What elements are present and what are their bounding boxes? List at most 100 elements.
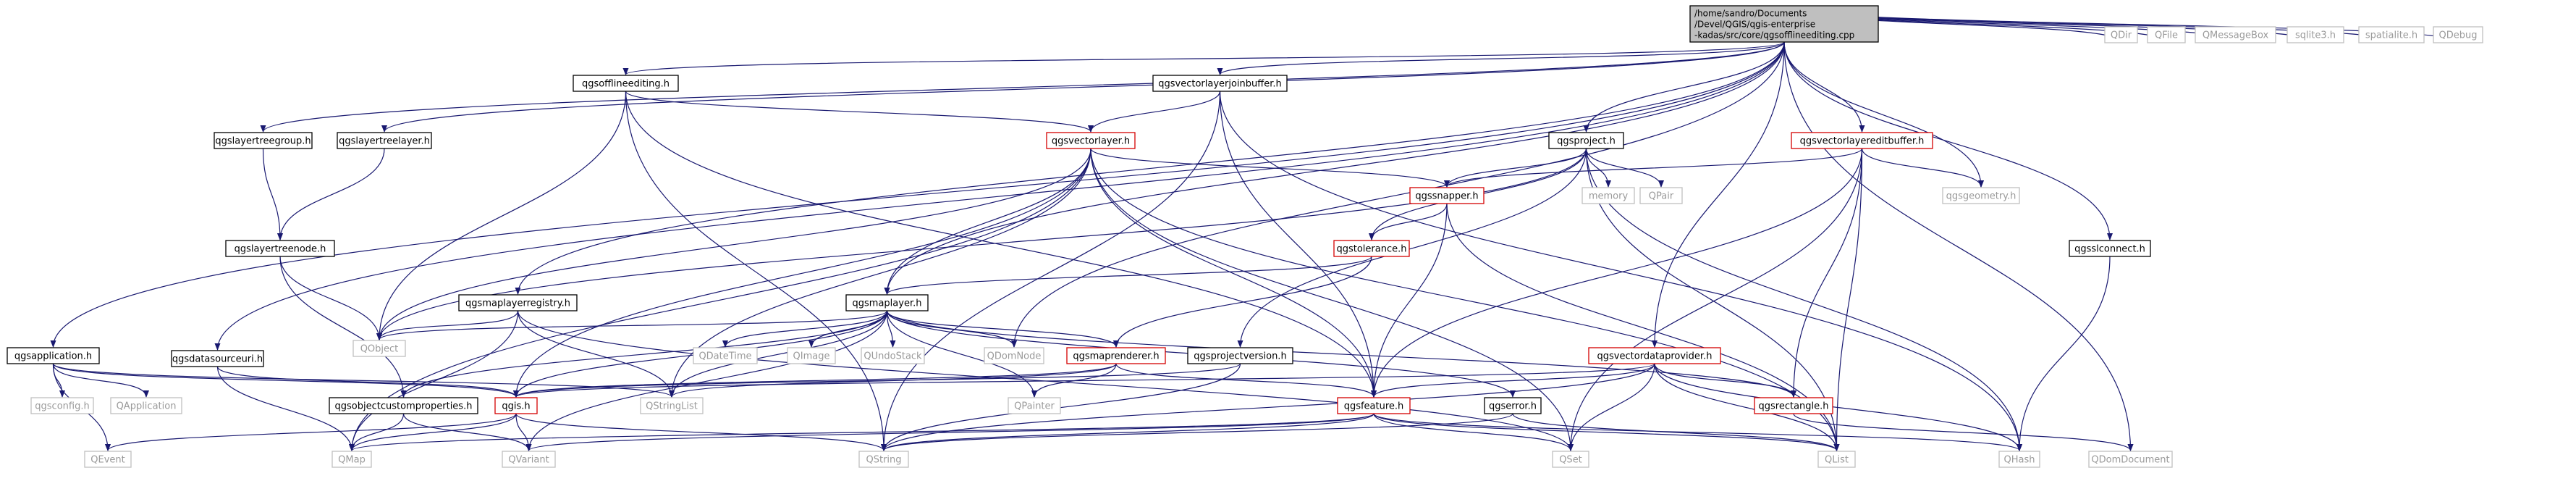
edge-qgsvectorlayer-to-qgis <box>513 148 1091 398</box>
node-qgsconfig: qgsconfig.h <box>30 397 94 414</box>
node-qgsmaprenderer[interactable]: qgsmaprenderer.h <box>1066 347 1166 364</box>
node-qhash: QHash <box>1998 451 2040 468</box>
edge-qgsmaplayer-to-qpainter <box>886 310 1037 398</box>
node-box <box>2088 451 2173 468</box>
node-qgsfeature[interactable]: qgsfeature.h <box>1337 397 1411 414</box>
node-qgsvectorlayereditbuffer[interactable]: qgsvectorlayereditbuffer.h <box>1791 132 1933 149</box>
node-qdebug: QDebug <box>2433 26 2483 43</box>
edge-qgstolerance-to-qgsmaprenderer <box>1113 256 1372 348</box>
node-qstring: QString <box>858 451 909 468</box>
node-qgslayertreelayer[interactable]: qgslayertreelayer.h <box>337 132 432 149</box>
edge-qgsvectorlayer-to-qmap <box>349 148 1091 451</box>
edge-root-to-qgsdatasourceuri <box>214 41 1785 351</box>
node-qpair: QPair <box>1639 187 1683 204</box>
node-qgslayertreenode[interactable]: qgslayertreenode.h <box>225 240 335 257</box>
edge-root-to-qdom-document <box>1783 41 2134 451</box>
node-box <box>2104 26 2138 43</box>
edge-qgsmaprenderer-to-qgsfeature <box>1115 363 1377 398</box>
node-box <box>331 451 372 468</box>
node-qdate-time: QDateTime <box>693 347 758 364</box>
node-label: QObject <box>360 344 399 355</box>
node-label: QEvent <box>90 455 124 466</box>
edge-qgsproject-to-qgssnapper <box>1444 148 1587 188</box>
edge-qgsvectorlayer-to-qgsfeature <box>1090 148 1377 398</box>
node-qgsmaplayer[interactable]: qgsmaplayer.h <box>845 294 929 311</box>
node-label: QString <box>866 455 901 466</box>
node-qgsproject[interactable]: qgsproject.h <box>1548 132 1624 149</box>
node-label: qgssnapper.h <box>1415 191 1478 202</box>
edge-qgssnapper-to-qgsfeature <box>1371 203 1448 398</box>
node-box <box>2358 26 2425 43</box>
edge-root-to-qgslayertreelayer <box>381 41 1785 133</box>
edge-root-to-qgsvectordataprovider <box>1652 41 1785 348</box>
node-box <box>225 240 335 257</box>
node-box <box>1337 397 1411 414</box>
node-qdom-node: QDomNode <box>984 347 1044 364</box>
edge-qgsofflineediting-to-qstring <box>625 91 887 451</box>
node-qdom-document: QDomDocument <box>2088 451 2173 468</box>
node-qgsprojectversion[interactable]: qgsprojectversion.h <box>1187 347 1293 364</box>
node-qgsrectangle[interactable]: qgsrectangle.h <box>1754 397 1833 414</box>
node-qgis[interactable]: qgis.h <box>494 397 538 414</box>
node-box <box>84 451 132 468</box>
node-label: qgsobjectcustomproperties.h <box>335 401 473 412</box>
node-qgsmaplayerregistry[interactable]: qgsmaplayerregistry.h <box>458 294 578 311</box>
edge-root-to-qgsofflineediting <box>623 41 1785 75</box>
node-qgssnapper[interactable]: qgssnapper.h <box>1409 187 1485 204</box>
node-qpainter: QPainter <box>1008 397 1061 414</box>
node-qgslayertreegroup[interactable]: qgslayertreegroup.h <box>214 132 313 149</box>
node-label: qgslayertreenode.h <box>235 244 326 255</box>
edge-qgslayertreelayer-to-qgslayertreenode <box>277 148 385 240</box>
node-box <box>1409 187 1485 204</box>
node-box <box>573 75 679 92</box>
edge-qgsvectordataprovider-to-qhash <box>1654 363 2022 451</box>
edge-qgsdatasourceuri-to-qgis <box>216 366 519 398</box>
edge-qgsvectorlayerjoinbuffer-to-qhash <box>1219 91 2022 451</box>
node-qgsobjectcustomproperties[interactable]: qgsobjectcustomproperties.h <box>329 397 478 414</box>
edge-qgsproject-to-qobject <box>376 148 1587 340</box>
edge-qgsfeature-to-qlist <box>1373 413 1840 451</box>
node-box <box>1333 240 1410 257</box>
node-box <box>1817 451 1856 468</box>
edge-qgsofflineediting-to-qgsvectorlayer <box>625 91 1094 133</box>
edge-qgsmaplayerregistry-to-qobject <box>376 310 519 340</box>
edge-qgsmaplayer-to-qstring-list <box>669 310 888 398</box>
node-label: QDebug <box>2439 30 2478 41</box>
node-qgsofflineediting[interactable]: qgsofflineediting.h <box>573 75 679 92</box>
node-qvariant: QVariant <box>502 451 556 468</box>
node-label: QVariant <box>508 455 549 466</box>
edge-root-to-qdom-node <box>1011 41 1785 348</box>
node-qgsvectordataprovider[interactable]: qgsvectordataprovider.h <box>1588 347 1721 364</box>
node-qimage: QImage <box>787 347 836 364</box>
node-label: QDateTime <box>698 351 751 362</box>
edge-qgsproject-to-qlist <box>1585 148 1840 451</box>
edge-root-to-qgsvectorlayerjoinbuffer <box>1217 41 1785 75</box>
node-label: QDomDocument <box>2091 455 2169 466</box>
edge-qgsvectordataprovider-to-qstring <box>881 363 1655 451</box>
edge-qgsvectorlayereditbuffer-to-qlist <box>1833 148 1863 451</box>
node-label: QSet <box>1559 455 1582 466</box>
node-box <box>858 451 909 468</box>
node-root[interactable]: /home/sandro/Documents/Devel/QGIS/qgis-e… <box>1689 5 1879 43</box>
node-label: QApplication <box>117 401 177 412</box>
node-qgstolerance[interactable]: qgstolerance.h <box>1333 240 1410 257</box>
node-qgsvectorlayerjoinbuffer[interactable]: qgsvectorlayerjoinbuffer.h <box>1152 75 1288 92</box>
edge-qgserror-to-qstring <box>881 413 1513 451</box>
node-qgsdatasourceuri[interactable]: qgsdatasourceuri.h <box>171 350 264 367</box>
node-box <box>7 347 100 364</box>
edge-qgsvectorlayereditbuffer-to-qgsrectangle <box>1791 148 1863 398</box>
node-qgsvectorlayer[interactable]: qgsvectorlayer.h <box>1046 132 1136 149</box>
node-qgsapplication[interactable]: qgsapplication.h <box>7 347 100 364</box>
edge-qgsdatasourceuri-to-qmap <box>216 366 355 451</box>
edge-qgsproject-to-qgsprojectversion <box>1237 148 1587 348</box>
node-box <box>1582 187 1635 204</box>
edge-qgsmaplayerregistry-to-qmap <box>349 310 519 451</box>
node-qgsspatialiteconnect[interactable]: qgsslconnect.h <box>2069 240 2151 257</box>
node-qobject: QObject <box>352 340 406 357</box>
node-label: qgsvectorlayereditbuffer.h <box>1800 136 1925 147</box>
node-box <box>2195 26 2276 43</box>
node-qapplication: QApplication <box>110 397 182 414</box>
node-qgserror[interactable]: qgserror.h <box>1484 397 1542 414</box>
node-box <box>2433 26 2483 43</box>
